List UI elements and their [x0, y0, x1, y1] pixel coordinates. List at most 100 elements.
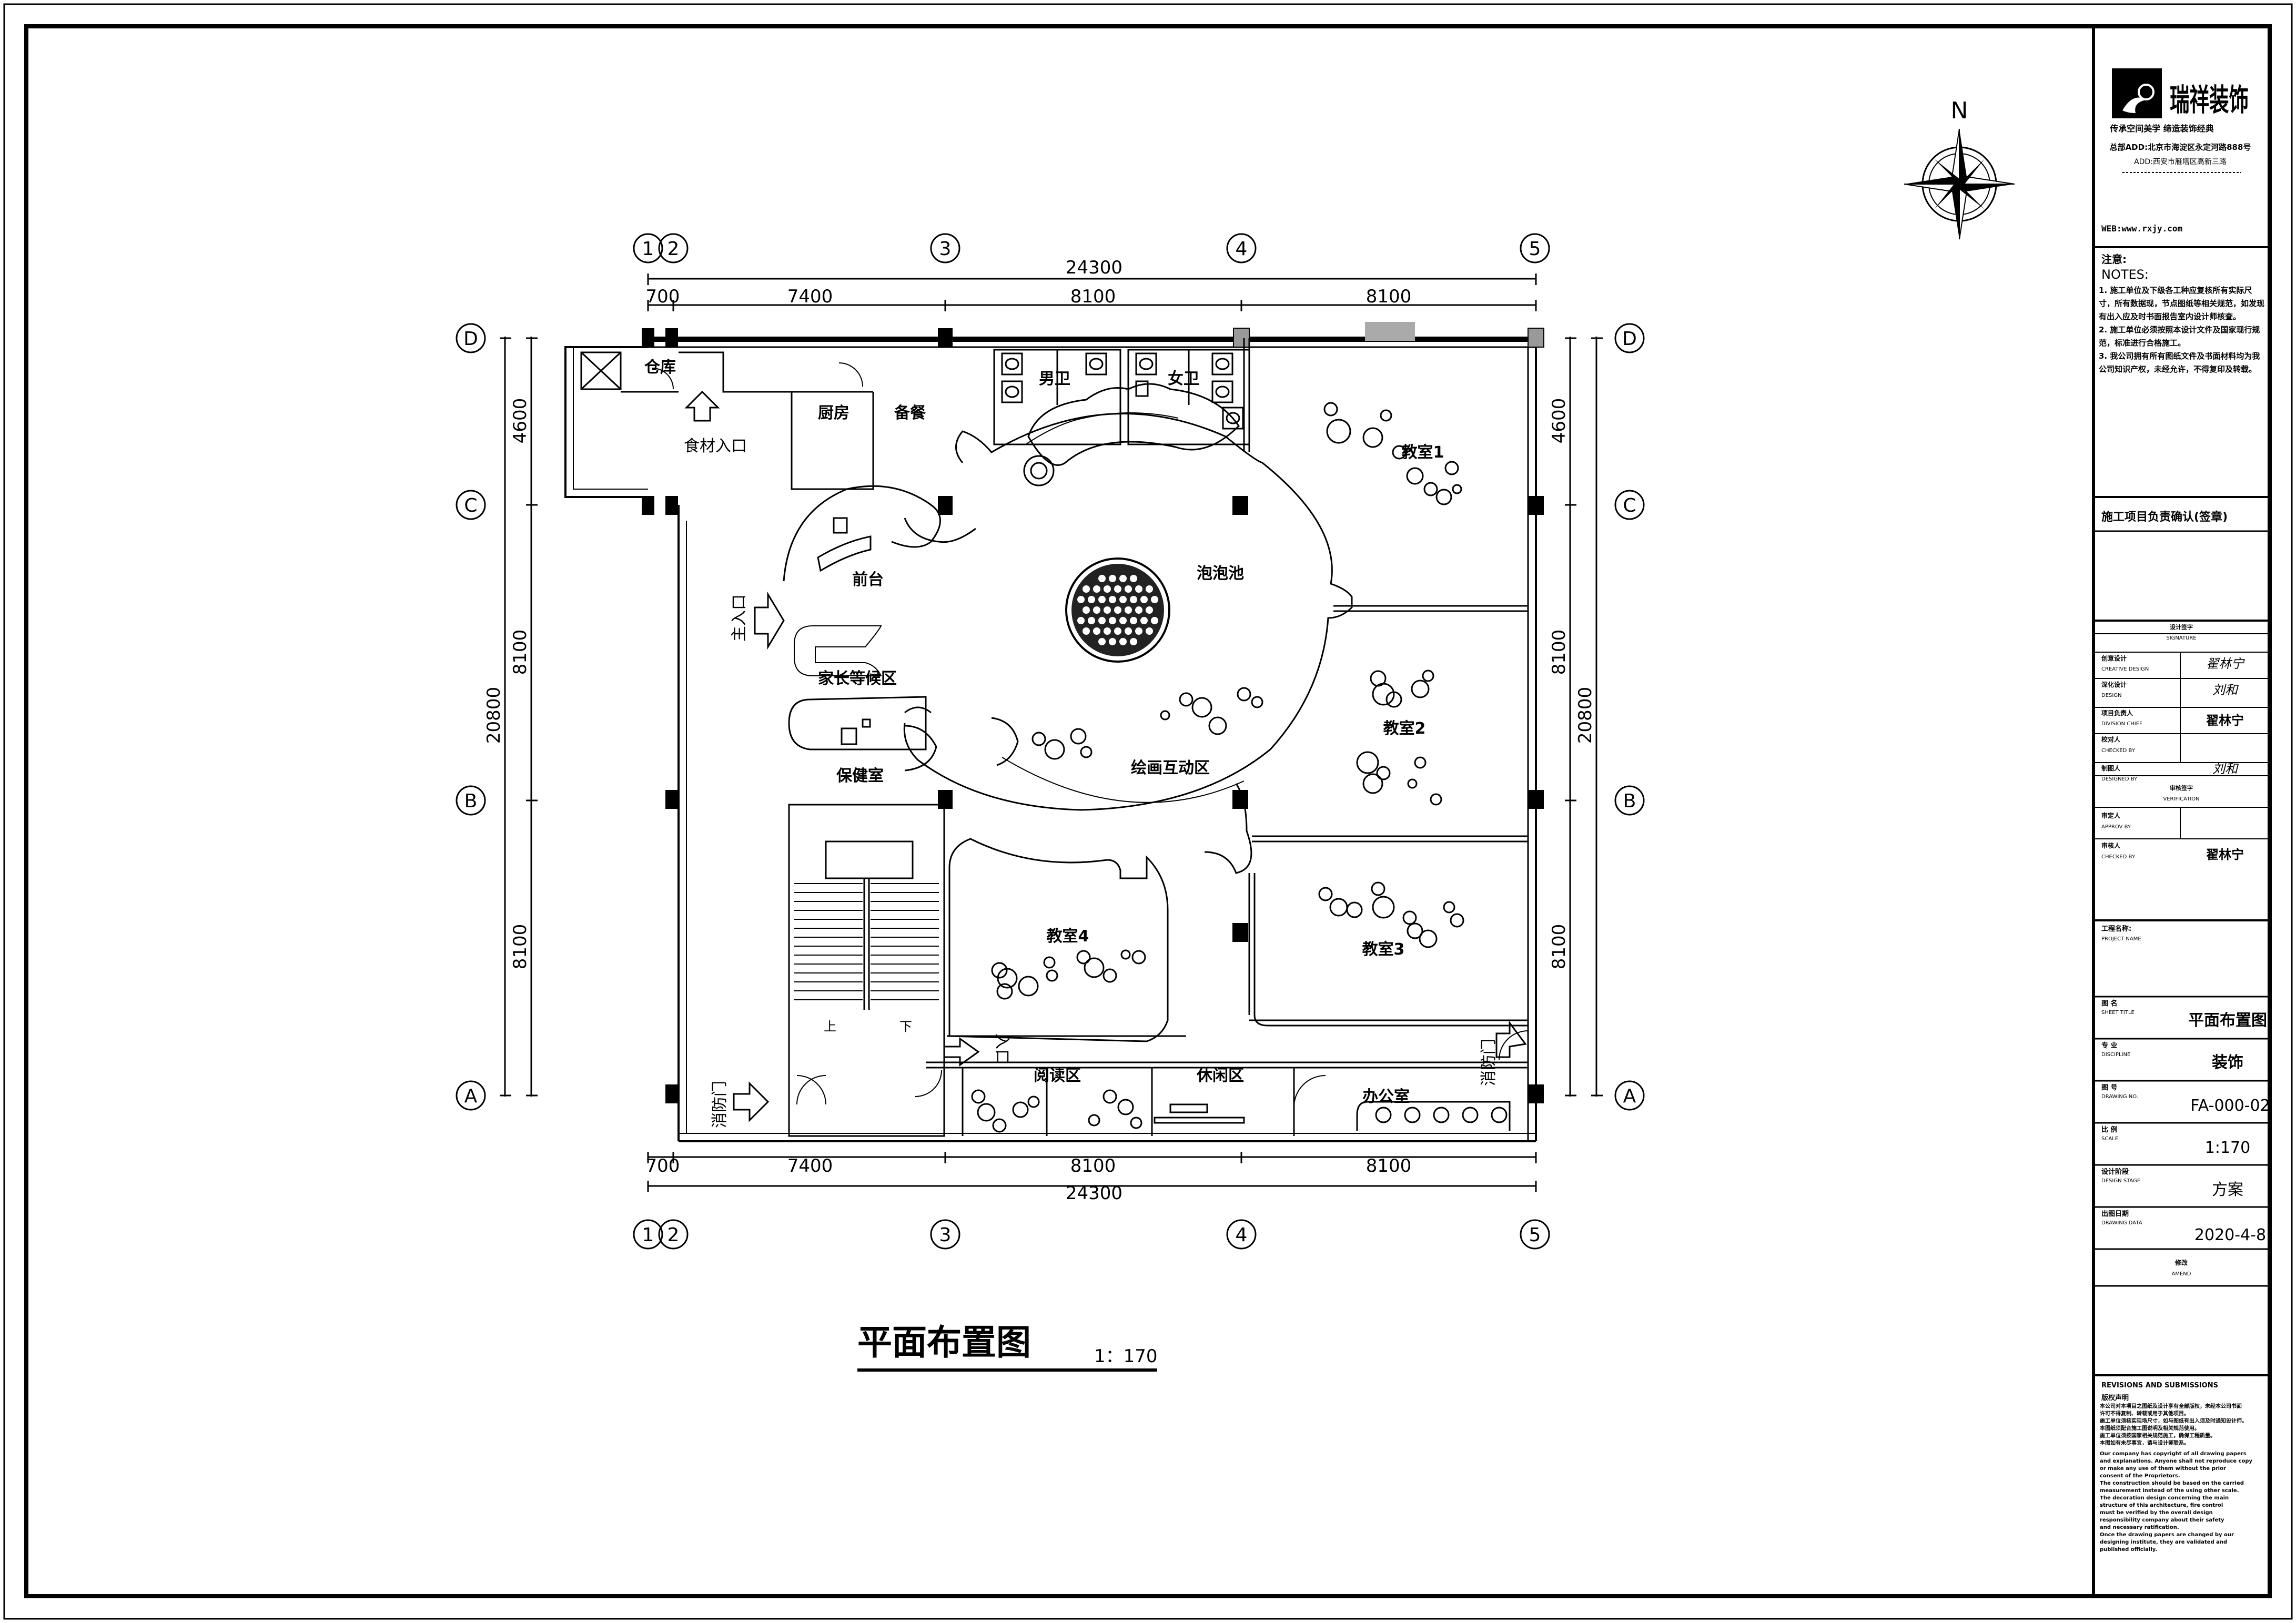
- statement-en-6: measurement instead of the using other s…: [2100, 1488, 2239, 1494]
- axis-col-4-bottom: 4: [1236, 1224, 1248, 1246]
- axis-labels: 1 2 3 4 5 1 2 3 4 5 D C B A D C B A: [463, 238, 1637, 1246]
- axis-col-2-top: 2: [667, 238, 680, 260]
- interior-walls: [580, 338, 1528, 1137]
- dim-right-3: 8100: [1549, 924, 1570, 970]
- statement-cn-5: 施工单位须按国家相关规范施工，确保工程质量。: [2100, 1433, 2216, 1439]
- amend-en: AMEND: [2172, 1271, 2191, 1277]
- statement-cn-1: 本公司对本项目之图纸及设计享有全部版权，未经本公司书面: [2100, 1404, 2242, 1409]
- signature-cn: 设计签字: [2170, 623, 2193, 631]
- label-entry-door: 入口: [993, 1033, 1011, 1065]
- dim-bottom-4: 8100: [1366, 1155, 1412, 1176]
- signature-rows: 创意设计 CREATIVE DESIGN 翟林宁 深化设计 DESIGN 刘和 …: [2101, 654, 2245, 862]
- dim-right-total: 20800: [1575, 687, 1596, 744]
- label-reception: 前台: [852, 571, 884, 589]
- approve-en: APPROV BY: [2101, 824, 2131, 830]
- label-fire-door-left: 消防门: [711, 1081, 729, 1128]
- axis-bubbles: [456, 233, 1645, 1250]
- signature-en: SIGNATURE: [2166, 635, 2196, 641]
- bubble-pool: [1065, 557, 1170, 663]
- statement-en-8: structure of this architecture, fire con…: [2100, 1503, 2223, 1508]
- audit-en: CHECKED BY: [2101, 854, 2136, 860]
- note-2: 2. 施工单位必须按照本设计文件及国家现行规范，标准进行合格施工。: [2099, 325, 2260, 348]
- creative-en: CREATIVE DESIGN: [2101, 666, 2149, 672]
- label-parents-waiting: 家长等候区: [818, 670, 897, 688]
- creative-sign: 翟林宁: [2206, 656, 2245, 671]
- statement-en-11: and necessary ratification.: [2100, 1525, 2179, 1530]
- seat-circles: [971, 402, 1464, 1133]
- check-en: CHECKED BY: [2101, 748, 2136, 754]
- drawing-scale: 1：170: [1094, 1346, 1158, 1367]
- company-slogan: 传承空间美学 缔造装饰经典: [2109, 124, 2214, 134]
- label-bubble-pool: 泡泡池: [1197, 564, 1244, 583]
- note-1: 1. 施工单位及下级各工种应复核所有实际尺寸，所有数据现，节点图纸等相关规范，如…: [2099, 286, 2265, 321]
- central-zone: [783, 383, 1353, 874]
- verify-en: VERIFICATION: [2163, 796, 2199, 802]
- drawing-no-en: DRAWING NO.: [2101, 1094, 2138, 1100]
- dim-top-3: 8100: [1070, 286, 1116, 307]
- door-arrows: [684, 390, 1529, 1122]
- axis-row-a-left: A: [464, 1086, 478, 1107]
- sheet-en: SHEET TITLE: [2101, 1010, 2135, 1016]
- axis-col-4-top: 4: [1236, 238, 1248, 260]
- dim-left-total: 20800: [483, 687, 504, 744]
- statement-en-7: The decoration design concerning the mai…: [2100, 1495, 2229, 1501]
- discipline-value: 装饰: [2212, 1053, 2243, 1072]
- statement-en-12: Once the drawing papers are changed by o…: [2100, 1532, 2234, 1538]
- discipline-cn: 专 业: [2101, 1041, 2118, 1050]
- dim-right-1: 4600: [1549, 398, 1570, 444]
- axis-row-b-right: B: [1623, 790, 1636, 812]
- axis-row-b-left: B: [464, 790, 478, 812]
- statement-en-3: or make any use of them without the prio…: [2100, 1466, 2226, 1472]
- notes-title-en: NOTES:: [2101, 267, 2149, 282]
- dim-bottom-total: 24300: [1066, 1183, 1122, 1204]
- label-drawing-area: 绘画互动区: [1131, 759, 1210, 777]
- label-reading-area: 阅读区: [1034, 1067, 1081, 1085]
- room-labels: 仓库 食材入口 厨房 备餐 男卫 女卫 教室1 前台 主入口 泡泡池 家长等候区…: [644, 358, 1498, 1128]
- notes-box: 1. 施工单位及下级各工种应复核所有实际尺寸，所有数据现，节点图纸等相关规范，如…: [2099, 286, 2265, 374]
- scale-value: 1:170: [2205, 1139, 2250, 1157]
- dim-left-1: 4600: [510, 398, 531, 444]
- deep-sign: 刘和: [2212, 683, 2239, 697]
- draw-sign: 刘和: [2212, 762, 2239, 776]
- dim-left-3: 8100: [510, 924, 531, 970]
- draw-cn: 制图人: [2101, 764, 2121, 772]
- statement-en-2: and explanations. Anyone shall not repro…: [2100, 1458, 2253, 1464]
- chief-en: DIVISION CHIEF: [2101, 721, 2142, 727]
- north-label: N: [1951, 97, 1968, 124]
- statement-en-4: consent of the Proprietors.: [2100, 1473, 2180, 1479]
- axis-col-1-top: 1: [642, 238, 654, 260]
- amend-cn: 修改: [2174, 1259, 2188, 1266]
- statement-en-9: must be verified by the overall design: [2100, 1510, 2213, 1516]
- label-storage: 仓库: [644, 358, 676, 377]
- verify-cn: 审核签字: [2170, 784, 2193, 792]
- confirm-label: 施工项目负责确认(签章): [2101, 510, 2228, 524]
- title-block: [2093, 246, 2270, 1376]
- project-cn: 工程名称:: [2101, 925, 2131, 933]
- stair-treads: [794, 883, 939, 1000]
- structural-columns: [642, 322, 1544, 1103]
- audit-sign: 翟林宁: [2206, 847, 2244, 862]
- revisions-title: REVISIONS AND SUBMISSIONS: [2101, 1382, 2218, 1389]
- approve-cn: 审定人: [2101, 812, 2121, 819]
- company-name: 瑞祥装饰: [2170, 82, 2249, 118]
- toilet-fixtures: [1001, 352, 1244, 430]
- statement-en-14: published officially.: [2100, 1547, 2158, 1553]
- axis-col-3-bottom: 3: [939, 1224, 952, 1246]
- axis-col-5-top: 5: [1529, 238, 1541, 260]
- dim-top-total: 24300: [1066, 257, 1122, 278]
- dimension-lines: [500, 273, 1603, 1192]
- chief-sign: 翟林宁: [2206, 713, 2244, 728]
- dimension-texts: 24300 700 7400 8100 8100 700 7400 8100 8…: [483, 257, 1596, 1204]
- axis-row-d-left: D: [463, 328, 478, 350]
- label-office: 办公室: [1362, 1088, 1410, 1106]
- label-food-entrance: 食材入口: [684, 437, 747, 455]
- project-en: PROJECT NAME: [2101, 936, 2141, 942]
- creative-cn: 创意设计: [2101, 654, 2127, 662]
- scale-en: SCALE: [2101, 1136, 2118, 1142]
- website: WEB:www.rxjy.com: [2101, 224, 2182, 234]
- date-value: 2020-4-8: [2194, 1226, 2266, 1244]
- compass-icon: N: [1904, 97, 2015, 240]
- label-stair-down: 下: [899, 1019, 912, 1034]
- draw-en: DESIGNED BY: [2101, 776, 2138, 782]
